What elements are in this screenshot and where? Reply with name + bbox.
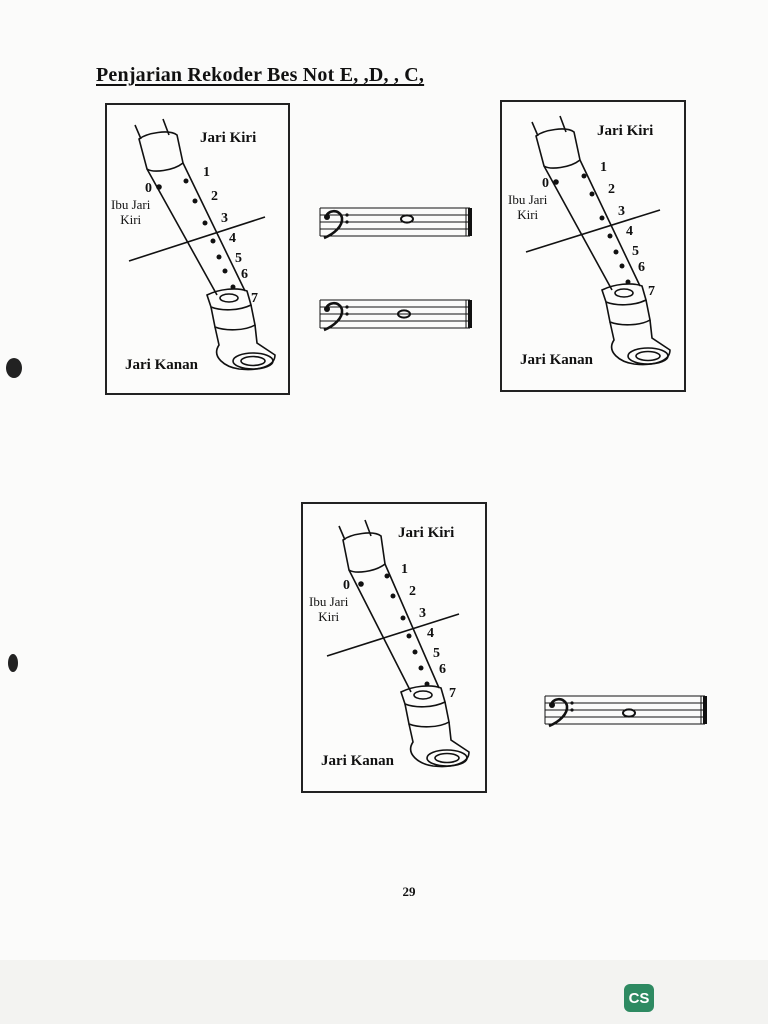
thumb-number: 0 bbox=[145, 181, 152, 196]
thumb-label: Ibu Jari Kiri bbox=[111, 197, 150, 227]
hole-3: 3 bbox=[221, 211, 228, 226]
page-number: 29 bbox=[402, 884, 416, 899]
hole-2: 2 bbox=[608, 182, 615, 197]
right-hand-label: Jari Kanan bbox=[520, 352, 593, 368]
thumb-label: Ibu Jari Kiri bbox=[309, 594, 348, 624]
thumb-label-line2: Kiri bbox=[318, 609, 340, 624]
punch-hole-mark bbox=[8, 654, 18, 672]
hole-3: 3 bbox=[419, 606, 426, 621]
final-barline bbox=[468, 300, 472, 328]
hole-5: 5 bbox=[235, 251, 242, 266]
hole-7: 7 bbox=[449, 686, 456, 701]
hole-1: 1 bbox=[600, 160, 607, 175]
thumb-label-line1: Ibu Jari bbox=[309, 594, 349, 609]
fingering-chart-2: Jari Kiri 0 Ibu Jari Kiri 1 2 3 4 5 6 7 … bbox=[500, 100, 686, 392]
hole-4: 4 bbox=[427, 626, 434, 641]
hole-1: 1 bbox=[401, 562, 408, 577]
thumb-label-line1: Ibu Jari bbox=[508, 192, 548, 207]
whole-note bbox=[397, 309, 411, 319]
hole-6: 6 bbox=[439, 662, 446, 677]
hole-2: 2 bbox=[211, 189, 218, 204]
hole-3: 3 bbox=[618, 204, 625, 219]
hole-6: 6 bbox=[241, 267, 248, 282]
punch-hole-mark bbox=[6, 358, 22, 378]
left-hand-label: Jari Kiri bbox=[597, 123, 654, 139]
hole-5: 5 bbox=[433, 646, 440, 661]
whole-note bbox=[622, 708, 636, 718]
thumb-label-line2: Kiri bbox=[120, 212, 142, 227]
hole-5: 5 bbox=[632, 244, 639, 259]
bass-clef-icon bbox=[548, 697, 569, 728]
right-hand-label: Jari Kanan bbox=[125, 357, 198, 373]
recorder-illustration bbox=[525, 115, 671, 366]
bass-staff-1 bbox=[319, 207, 472, 240]
final-barline bbox=[703, 696, 707, 724]
whole-note bbox=[400, 214, 414, 224]
left-hand-label: Jari Kiri bbox=[200, 130, 257, 146]
document-page: Penjarian Rekoder Bes Not E, ,D, , C, bbox=[6, 64, 707, 899]
final-barline bbox=[468, 208, 472, 236]
bass-clef-icon bbox=[323, 209, 344, 240]
thumb-label-line1: Ibu Jari bbox=[111, 197, 151, 212]
hole-6: 6 bbox=[638, 260, 645, 275]
recorder-illustration bbox=[128, 118, 276, 371]
hole-7: 7 bbox=[648, 284, 655, 299]
camscanner-logo: CS bbox=[624, 984, 654, 1012]
thumb-number: 0 bbox=[542, 176, 549, 191]
hole-1: 1 bbox=[203, 165, 210, 180]
thumb-label-line2: Kiri bbox=[517, 207, 539, 222]
thumb-number: 0 bbox=[343, 578, 350, 593]
left-hand-label: Jari Kiri bbox=[398, 525, 455, 541]
hole-7: 7 bbox=[251, 291, 258, 306]
page-title: Penjarian Rekoder Bes Not E, ,D, , C, bbox=[96, 64, 425, 86]
hole-2: 2 bbox=[409, 584, 416, 599]
bass-staff-3 bbox=[544, 695, 707, 728]
recorder-illustration bbox=[326, 519, 470, 768]
thumb-label: Ibu Jari Kiri bbox=[508, 192, 547, 222]
fingering-chart-3: Jari Kiri 0 Ibu Jari Kiri 1 2 3 4 5 6 7 … bbox=[301, 502, 487, 793]
hole-4: 4 bbox=[229, 231, 236, 246]
bass-clef-icon bbox=[323, 301, 344, 332]
right-hand-label: Jari Kanan bbox=[321, 753, 394, 769]
fingering-chart-1: Jari Kiri 0 Ibu Jari Kiri 1 2 3 4 5 6 7 … bbox=[105, 103, 290, 395]
hole-4: 4 bbox=[626, 224, 633, 239]
bass-staff-2 bbox=[319, 299, 472, 332]
